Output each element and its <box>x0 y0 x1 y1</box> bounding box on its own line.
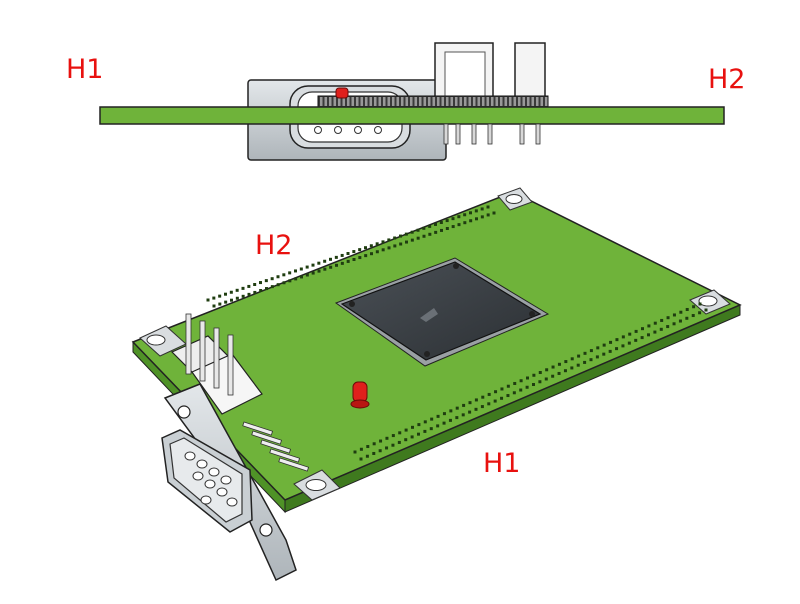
side-db9-pins <box>314 126 382 134</box>
iso-led <box>350 381 370 409</box>
side-header-right <box>514 42 546 102</box>
side-view <box>99 42 725 161</box>
side-pcb <box>99 106 725 125</box>
side-under-pins <box>443 123 541 145</box>
side-pin-strip <box>317 95 549 108</box>
side-h1-label: H1 <box>66 54 104 85</box>
iso-qfp-chip <box>334 257 550 367</box>
iso-h1-label: H1 <box>483 448 521 479</box>
iso-h2-label: H2 <box>255 230 293 261</box>
iso-db9-connector <box>161 383 310 582</box>
side-led <box>335 87 349 99</box>
iso-mounting-holes <box>139 187 731 501</box>
iso-header-block <box>170 313 263 415</box>
iso-view <box>131 187 742 582</box>
side-h2-label: H2 <box>708 64 746 95</box>
side-header-left <box>434 42 494 102</box>
iso-pad-rows <box>206 205 708 461</box>
